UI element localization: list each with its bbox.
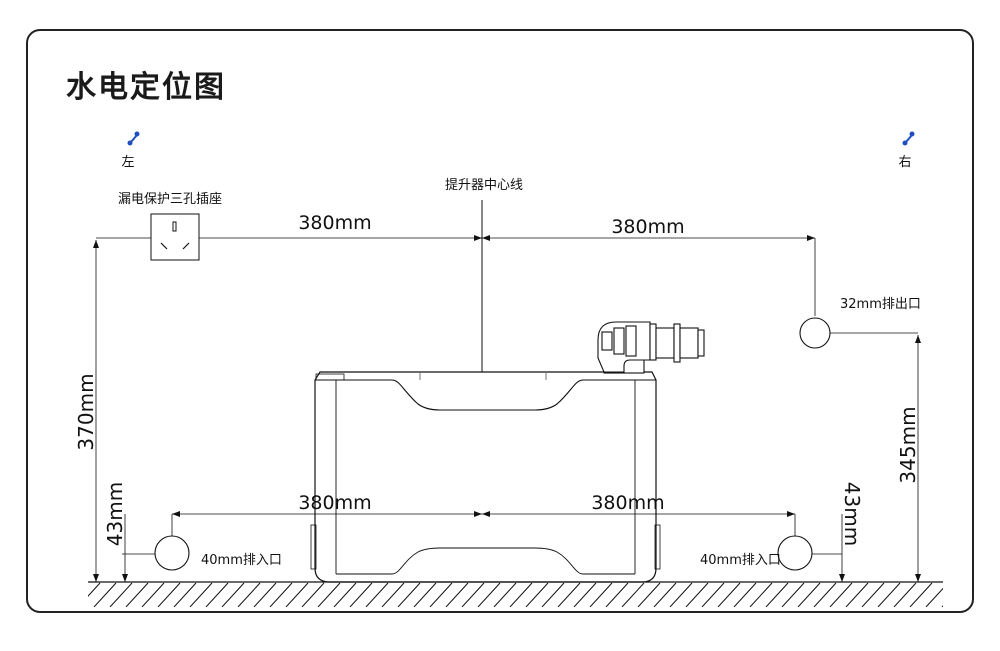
- inlet-right-circle: [777, 535, 813, 571]
- outlet-32mm-circle: [799, 317, 831, 349]
- page-title: 水电定位图: [66, 70, 226, 105]
- dim-top-left: 380mm: [298, 212, 371, 234]
- dim-inlet-right: 43mm: [840, 482, 864, 546]
- side-right-label: 右: [898, 155, 911, 170]
- inlet-left-label: 40mm排入口: [201, 553, 282, 568]
- pin-icon: [127, 131, 140, 146]
- inlet-left-circle: [154, 535, 190, 571]
- pin-icon: [902, 131, 915, 146]
- dim-bottom-left: 380mm: [298, 492, 371, 514]
- side-left-label: 左: [121, 155, 134, 170]
- floor-hatching: [88, 582, 943, 607]
- dim-top-right: 380mm: [611, 216, 684, 238]
- socket-icon: [150, 213, 200, 261]
- outlet-elbow-connector: [597, 321, 705, 374]
- inlet-right-label: 40mm排入口: [700, 553, 781, 568]
- dim-inlet-left: 43mm: [103, 482, 127, 546]
- centerline-label: 提升器中心线: [445, 177, 523, 193]
- dim-bottom-right: 380mm: [591, 492, 664, 514]
- diagram-frame: [26, 29, 974, 613]
- socket-label: 漏电保护三孔插座: [118, 191, 222, 207]
- dim-height-outlet: 345mm: [896, 406, 920, 483]
- dim-height-socket: 370mm: [74, 373, 98, 450]
- pump-device: [310, 371, 661, 583]
- outlet-top-label: 32mm排出口: [840, 297, 921, 312]
